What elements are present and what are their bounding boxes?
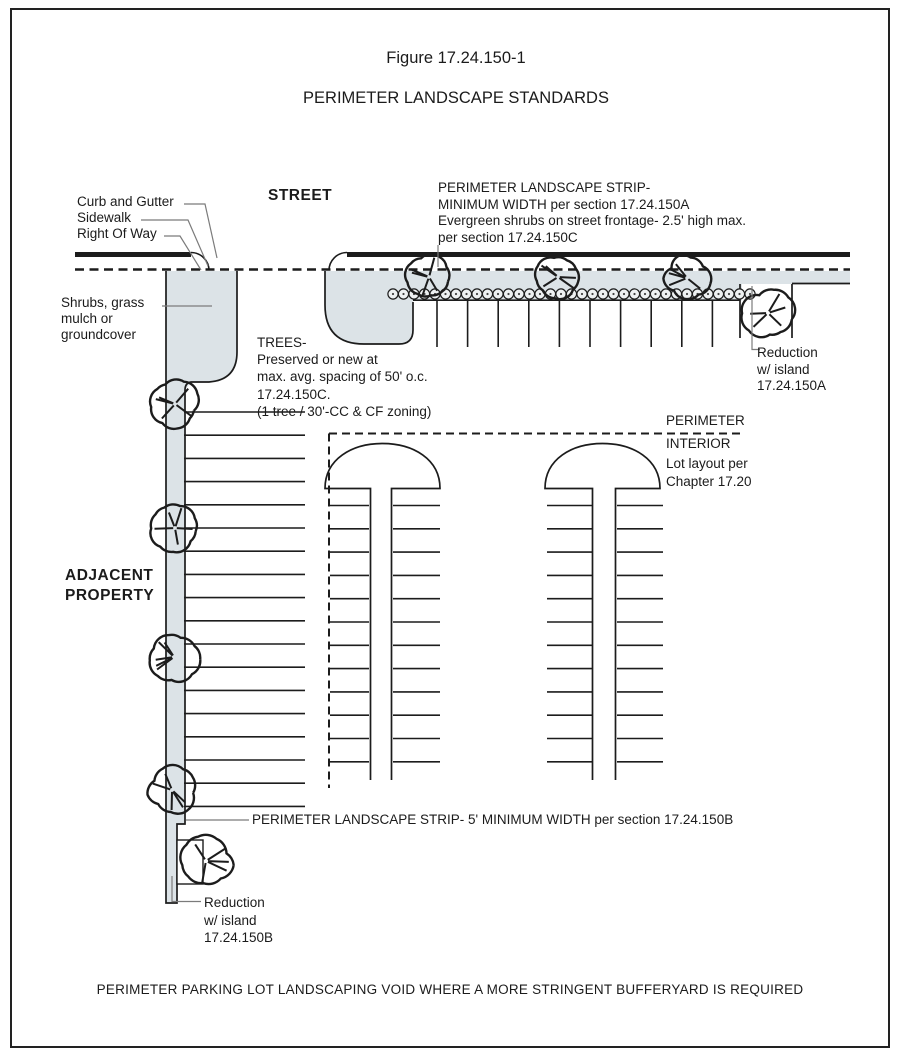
shrub-symbol-dot xyxy=(465,292,468,296)
leader-lines xyxy=(141,203,760,903)
shrub-symbol-dot xyxy=(664,292,668,296)
shrub-symbol-dot xyxy=(475,292,479,296)
shrub-symbol-dot xyxy=(559,292,563,296)
shrub-symbol-dot xyxy=(612,292,615,296)
shrub-symbol-dot xyxy=(717,292,720,296)
tree-symbol xyxy=(740,288,797,339)
shrub-symbol-dot xyxy=(591,292,594,296)
tree-symbol xyxy=(403,252,451,298)
figure-title: Figure 17.24.150-1 xyxy=(386,49,526,67)
parking-module-2 xyxy=(544,442,661,780)
adjacent-property-label: ADJACENT PROPERTY xyxy=(65,567,155,604)
tree-canopy-icon xyxy=(533,256,581,301)
tree-symbols xyxy=(146,252,797,886)
tree-branches-icon xyxy=(668,263,701,290)
parking-module-1 xyxy=(324,442,441,780)
tree-branches-icon xyxy=(155,388,193,420)
shrub-symbol-dot xyxy=(654,292,657,296)
shrub-symbol-dot xyxy=(601,292,605,296)
shrub-symbol-dot xyxy=(643,292,647,296)
interior-label: INTERIOR xyxy=(666,436,731,451)
side-strip-note: PERIMETER LANDSCAPE STRIP- 5' MINIMUM WI… xyxy=(252,812,734,827)
shrub-symbol-dot xyxy=(528,292,531,296)
tree-branches-icon xyxy=(154,507,193,545)
shrub-symbol-dot xyxy=(549,292,552,296)
shrub-symbol-dot xyxy=(444,292,447,296)
perimeter-label: PERIMETER xyxy=(666,413,745,428)
street-label: STREET xyxy=(268,187,333,204)
shrub-symbol-dot xyxy=(486,292,489,296)
figure-frame xyxy=(10,8,890,1048)
tree-canopy-icon xyxy=(146,763,197,815)
shrub-symbol-dot xyxy=(748,292,752,296)
shrub-symbol-dot xyxy=(738,292,741,296)
shrub-symbol-dot xyxy=(727,292,731,296)
tree-branches-icon xyxy=(410,257,439,296)
figure-title-block: Figure 17.24.150-1 PERIMETER LANDSCAPE S… xyxy=(176,28,736,128)
tree-symbol xyxy=(149,503,199,554)
tree-canopy-icon xyxy=(662,253,713,301)
interior-boundary-dashline xyxy=(328,432,745,788)
lot-layout-label: Lot layout per Chapter 17.20 xyxy=(666,456,752,489)
right-of-way-label: Right Of Way xyxy=(77,226,157,241)
tree-branches-icon xyxy=(194,843,229,883)
parking-stall-lines xyxy=(184,300,714,808)
tree-symbol xyxy=(533,256,581,301)
shrub-symbol-dot xyxy=(496,292,500,296)
shrub-symbol-dot xyxy=(538,292,542,296)
tree-symbol xyxy=(146,763,197,815)
sidewalk-label: Sidewalk xyxy=(77,210,132,225)
shrub-symbol-dot xyxy=(580,292,584,296)
shrub-symbol-dot xyxy=(454,292,458,296)
tree-canopy-icon xyxy=(148,633,202,684)
tree-canopy-icon xyxy=(148,378,201,431)
shrub-symbol-dot xyxy=(706,292,710,296)
reduction-island-b-label: Reduction w/ island 17.24.150B xyxy=(204,895,274,945)
shrub-symbol-dot xyxy=(391,292,395,296)
figure-subtitle: PERIMETER LANDSCAPE STANDARDS xyxy=(303,89,609,107)
street-strip-note: PERIMETER LANDSCAPE STRIP- MINIMUM WIDTH… xyxy=(438,180,746,245)
curb-gutter-label: Curb and Gutter xyxy=(77,194,174,209)
shrub-symbol-dot xyxy=(402,292,405,296)
shrub-symbol-dot xyxy=(507,292,510,296)
reduction-island-a-label: Reduction w/ island 17.24.150A xyxy=(757,345,827,393)
tree-canopy-icon xyxy=(149,503,199,554)
groundcover-label: Shrubs, grass mulch or groundcover xyxy=(61,295,145,342)
bufferyard-footnote: PERIMETER PARKING LOT LANDSCAPING VOID W… xyxy=(96,982,804,997)
trees-note: TREES- Preserved or new at max. avg. spa… xyxy=(257,335,432,419)
tree-symbol xyxy=(662,253,713,301)
tree-branches-icon xyxy=(152,773,186,811)
tree-symbol xyxy=(148,378,201,431)
shrub-symbol-dot xyxy=(685,292,689,296)
tree-canopy-icon xyxy=(179,833,235,886)
tree-symbol xyxy=(179,833,235,886)
tree-branches-icon xyxy=(155,641,174,671)
shrub-symbol-dot xyxy=(517,292,521,296)
shrub-symbol-dot xyxy=(622,292,626,296)
tree-symbol xyxy=(148,633,202,684)
tree-canopy-icon xyxy=(740,288,797,339)
tree-branches-icon xyxy=(540,264,576,289)
tree-branches-icon xyxy=(750,293,786,328)
tree-canopy-icon xyxy=(403,252,451,298)
shrub-symbol-dot xyxy=(633,292,636,296)
